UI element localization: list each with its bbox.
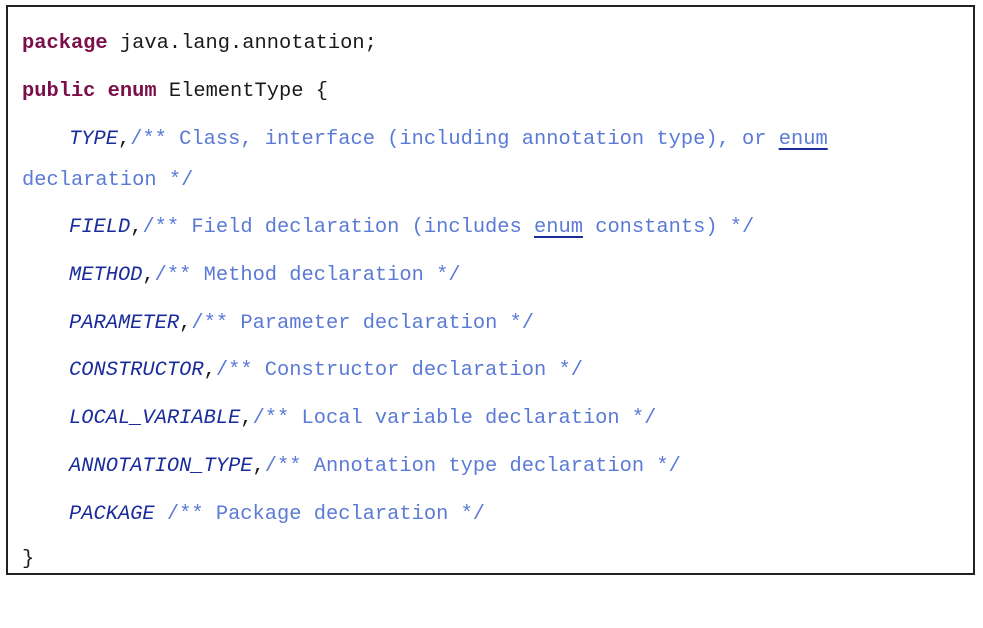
separator: , [252, 455, 265, 478]
enum-declaration-line: public enum ElementType { [22, 79, 328, 105]
enum-constant: PARAMETER [69, 312, 180, 335]
closing-brace: } [22, 548, 35, 571]
entry-comment: /** Class, interface (including annotati… [130, 128, 779, 151]
enum-link: enum [534, 216, 583, 239]
enum-constant: METHOD [69, 264, 143, 287]
package-keyword: package [22, 32, 108, 55]
enum-entry-type-wrap: declaration */ [22, 168, 193, 194]
separator: , [240, 407, 253, 430]
separator: , [117, 128, 131, 151]
enum-entry-annotation-type: ANNOTATION_TYPE,/** Annotation type decl… [22, 454, 681, 480]
entry-comment: /** Field declaration (includes [142, 216, 535, 239]
enum-constant: CONSTRUCTOR [69, 359, 204, 382]
enum-constant: TYPE [69, 128, 118, 151]
enum-entry-package: PACKAGE /** Package declaration */ [22, 502, 485, 528]
enum-keyword: enum [107, 80, 157, 103]
public-keyword: public [22, 80, 96, 103]
separator: , [130, 216, 143, 239]
enum-entry-field: FIELD,/** Field declaration (includes en… [22, 215, 754, 241]
separator: , [203, 359, 216, 382]
enum-constant: LOCAL_VARIABLE [69, 407, 241, 430]
closing-brace-line: } [22, 547, 34, 573]
entry-comment-tail: constants) */ [582, 216, 755, 239]
entry-comment: /** Constructor declaration */ [215, 359, 583, 382]
enum-type-name: ElementType { [156, 80, 328, 103]
enum-constant: PACKAGE [69, 503, 155, 526]
enum-constant: FIELD [69, 216, 131, 239]
entry-comment: /** Annotation type declaration */ [264, 455, 681, 478]
entry-comment: /** Parameter declaration */ [191, 312, 535, 335]
entry-comment: /** Package declaration */ [154, 503, 486, 526]
entry-comment-continuation: declaration */ [22, 169, 194, 192]
separator: , [142, 264, 155, 287]
code-listing: package java.lang.annotation; public enu… [22, 7, 973, 628]
package-line: package java.lang.annotation; [22, 31, 377, 57]
enum-entry-method: METHOD,/** Method declaration */ [22, 263, 461, 289]
enum-entry-local-variable: LOCAL_VARIABLE,/** Local variable declar… [22, 406, 656, 432]
entry-comment: /** Local variable declaration */ [252, 407, 657, 430]
separator: , [179, 312, 192, 335]
code-listing-frame: package java.lang.annotation; public enu… [6, 5, 975, 575]
package-name: java.lang.annotation; [107, 32, 377, 55]
enum-entry-constructor: CONSTRUCTOR,/** Constructor declaration … [22, 358, 583, 384]
enum-constant: ANNOTATION_TYPE [69, 455, 253, 478]
enum-link: enum [778, 128, 828, 151]
enum-entry-parameter: PARAMETER,/** Parameter declaration */ [22, 311, 534, 337]
enum-entry-type: TYPE,/** Class, interface (including ann… [22, 127, 828, 153]
entry-comment: /** Method declaration */ [154, 264, 461, 287]
